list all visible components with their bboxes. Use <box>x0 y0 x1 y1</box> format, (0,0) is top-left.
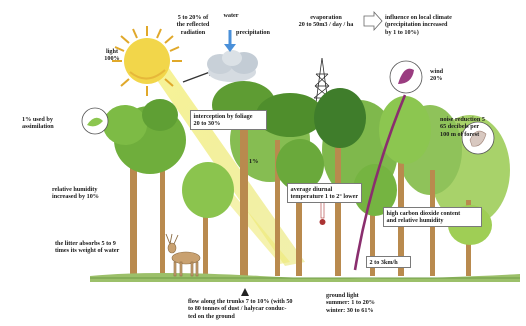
litter-label: the litter absorbs 5 to 9 times its weig… <box>55 240 145 255</box>
interception-label: interception by foliage 20 to 30% <box>190 110 267 130</box>
reflected-radiation-label: 5 to 20% of the reflected radiation <box>162 14 224 36</box>
evaporation-label: evaporation 20 to 50m3 / day / ha <box>290 14 362 29</box>
ground-light-arrow-icon <box>241 288 249 296</box>
deer-icon <box>166 234 200 276</box>
noise-reduction-label: noise reduction 5 65 decibels per 100 m … <box>440 116 504 138</box>
climate-influence-label: influence on local climate (precipitatio… <box>385 14 489 36</box>
humidity-label: relative humidity increased by 10% <box>52 186 122 201</box>
wind-speed-label: 2 to 3km/h <box>366 256 411 268</box>
leaf-circle-icon <box>82 108 108 134</box>
precipitation-label: precipitation <box>228 29 278 36</box>
wind-label: wind 20% <box>430 68 460 83</box>
stem-flow-label: flow along the trunks 7 to 10% (with 50 … <box>188 298 304 320</box>
assimilation-label: 1% used by assimilation <box>22 116 76 131</box>
reflection-arrow-icon <box>183 72 210 82</box>
arrow-icon <box>364 12 382 30</box>
carbon-humidity-label: high carbon dioxide content and relative… <box>383 207 482 227</box>
one-percent-label: 1% <box>249 158 263 165</box>
ground-light-label: ground light summer: 1 to 20% winter: 30… <box>326 292 390 314</box>
water-label: water <box>216 12 246 19</box>
temperature-label: average diurnal temperature 1 to 2° lowe… <box>287 183 362 203</box>
wind-circle-icon <box>390 61 422 93</box>
light-label: light 100% <box>100 48 124 63</box>
ground <box>90 273 520 282</box>
cloud-icon <box>207 50 258 82</box>
